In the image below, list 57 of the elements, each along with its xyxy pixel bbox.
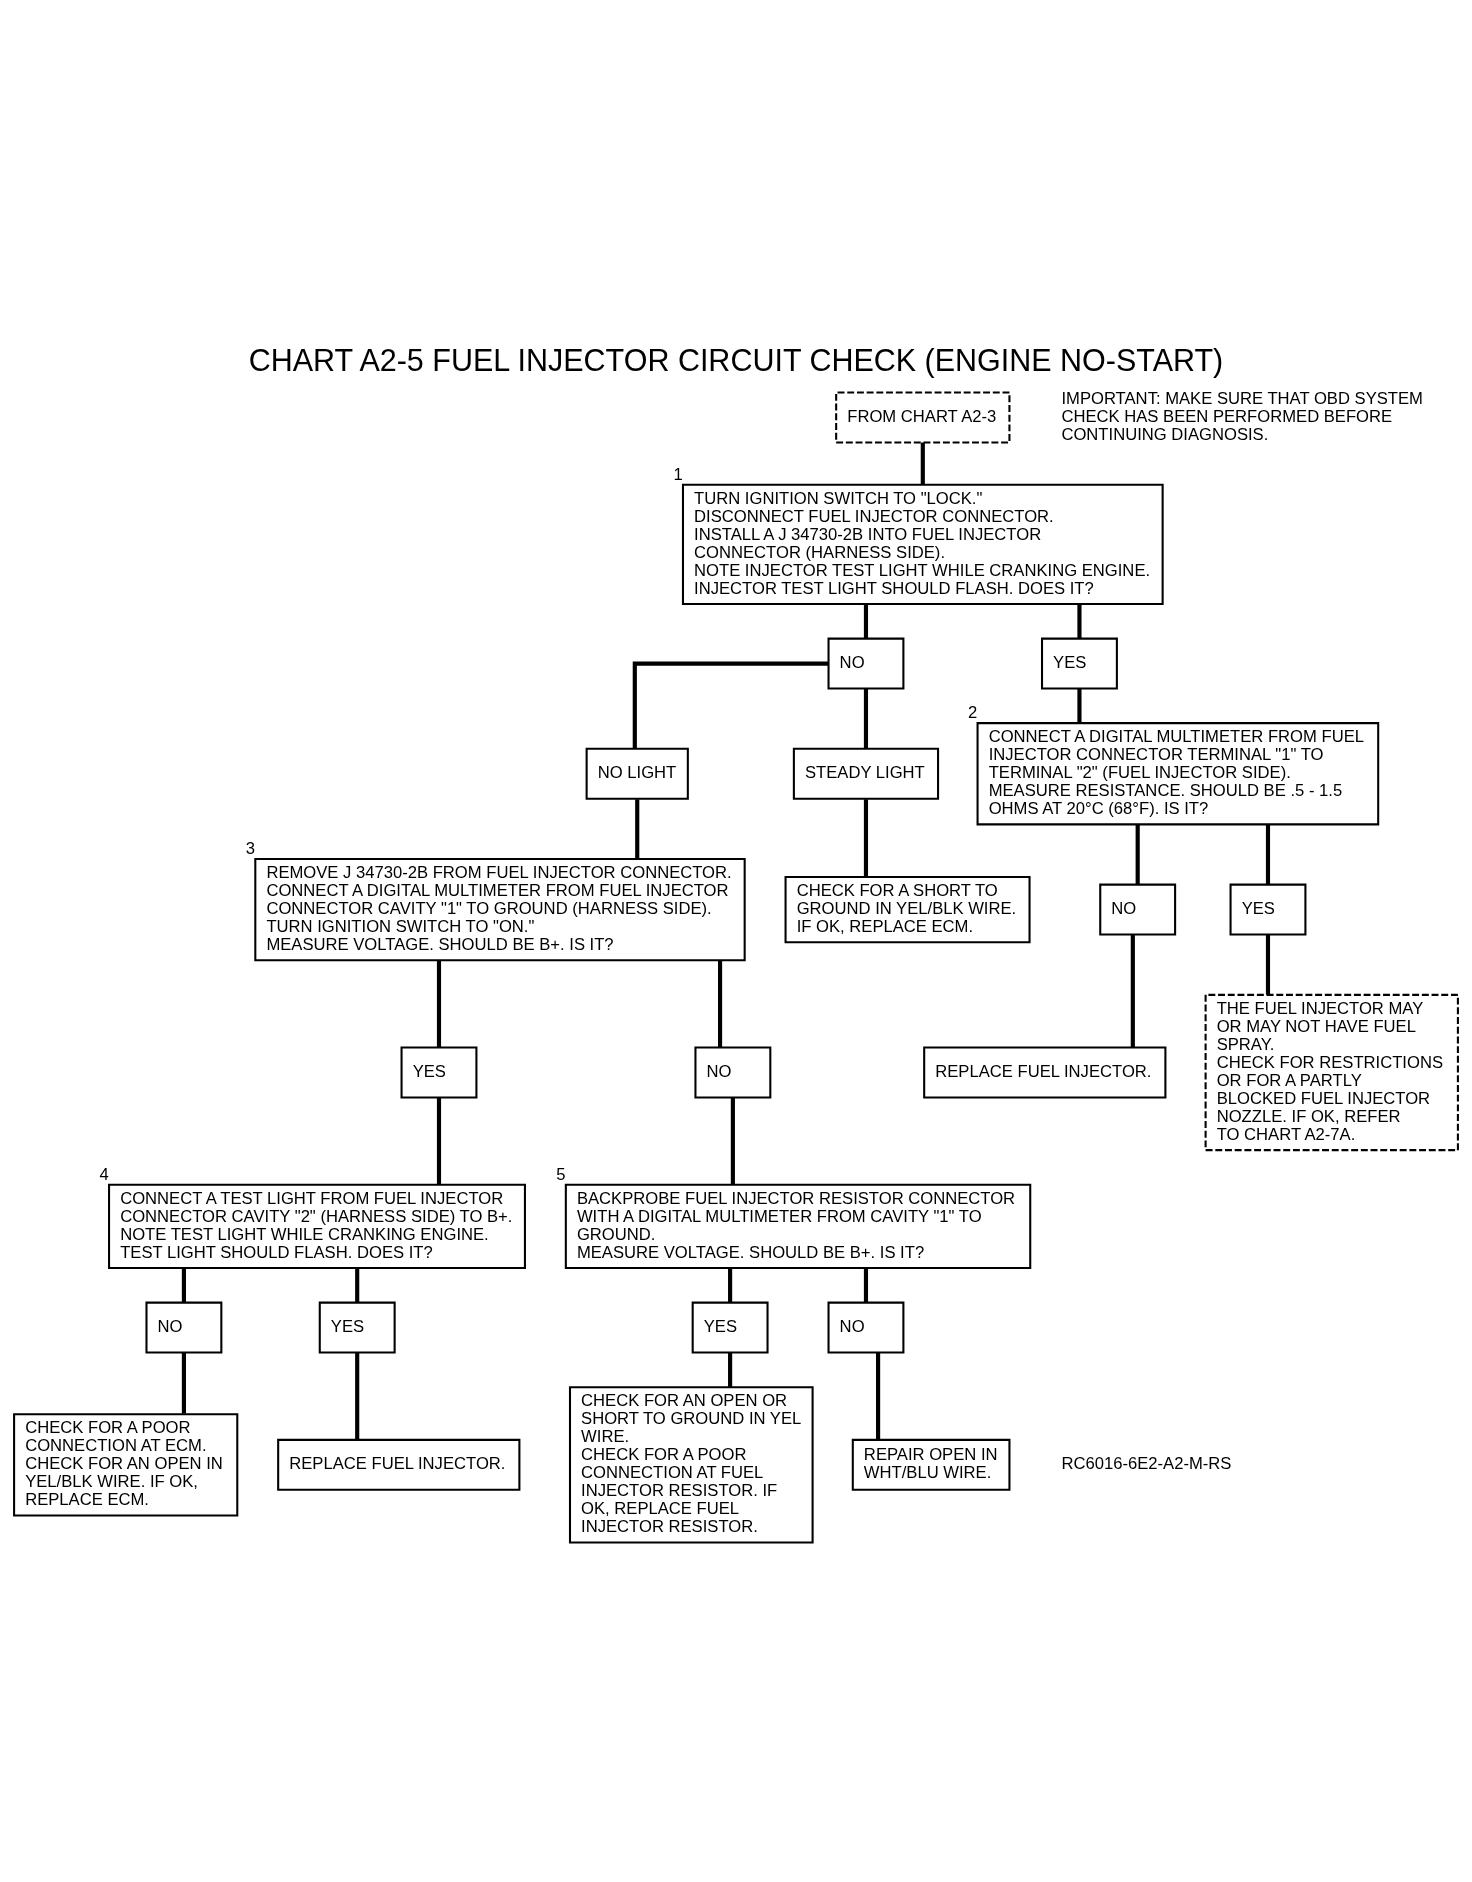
connector bbox=[1077, 688, 1082, 723]
node-box: NO bbox=[145, 1301, 223, 1354]
node-box: REPLACE FUEL INJECTOR. bbox=[277, 1438, 521, 1491]
connector bbox=[728, 1352, 733, 1387]
node-box: NO bbox=[827, 1301, 905, 1354]
node-box: YES bbox=[318, 1301, 396, 1354]
connector bbox=[876, 1352, 881, 1440]
node-box: NO LIGHT bbox=[585, 747, 689, 800]
node-box: CHECK FOR A POOR CONNECTION AT ECM. CHECK FOR AN OPEN IN YEL/BLK WIRE. IF OK, REPLACE ECM. bbox=[13, 1412, 239, 1516]
connector bbox=[1130, 934, 1135, 1047]
connector bbox=[355, 1352, 360, 1440]
node-label: 5 bbox=[556, 1164, 566, 1184]
node-box: CONNECT A TEST LIGHT FROM FUEL INJECTOR CONNECTOR CAVITY "2" (HARNESS SIDE) TO B+. NOTE TEST LIGHT WHILE CRANKING ENGINE. TEST LIGHT SHOULD FLASH. DOES IT? bbox=[108, 1183, 526, 1269]
node-box: CHECK FOR A SHORT TO GROUND IN YEL/BLK WIRE. IF OK, REPLACE ECM. bbox=[784, 875, 1031, 943]
label: IMPORTANT: MAKE SURE THAT OBD SYSTEM CHECK HAS BEEN PERFORMED BEFORE CONTINUING DIAGNOSIS. bbox=[1061, 388, 1423, 444]
connector bbox=[863, 1267, 869, 1302]
connector bbox=[181, 1267, 186, 1302]
node-box: NO bbox=[827, 637, 905, 690]
connector bbox=[181, 1352, 186, 1414]
node-label: 2 bbox=[968, 702, 978, 722]
node-box: BACKPROBE FUEL INJECTOR RESISTOR CONNECTOR WITH A DIGITAL MULTIMETER FROM CAVITY "1" TO GROUND. MEASURE VOLTAGE. SHOULD BE B+. IS IT? bbox=[564, 1183, 1032, 1269]
node-box: YES bbox=[400, 1046, 478, 1098]
node-box: REPLACE FUEL INJECTOR. bbox=[923, 1046, 1167, 1098]
connector bbox=[632, 660, 829, 749]
connector bbox=[717, 959, 723, 1047]
node-box: REMOVE J 34730-2B FROM FUEL INJECTOR CONNECTOR. CONNECT A DIGITAL MULTIMETER FROM FUEL INJECTOR CONNECTOR CAVITY "1" TO GROUND (HARNESS SIDE). TURN IGNITION SWITCH TO "ON." MEASURE VOLTAGE. SHOULD BE B+. IS IT? bbox=[254, 857, 746, 961]
connector bbox=[436, 1097, 442, 1185]
node-box: REPAIR OPEN IN WHT/BLU WIRE. bbox=[851, 1438, 1011, 1491]
label: RC6016-6E2-A2-M-RS bbox=[1061, 1453, 1232, 1473]
node-label: 1 bbox=[673, 464, 683, 484]
node-box: THE FUEL INJECTOR MAY OR MAY NOT HAVE FUEL SPRAY. CHECK FOR RESTRICTIONS OR FOR A PARTLY BLOCKED FUEL INJECTOR NOZZLE. IF OK, REFER TO CHART A2-7A. bbox=[1204, 993, 1459, 1151]
connector bbox=[728, 1267, 733, 1302]
connector bbox=[1135, 824, 1140, 885]
connector bbox=[863, 798, 869, 877]
node-box: YES bbox=[1041, 637, 1118, 690]
node-box: YES bbox=[1229, 883, 1307, 936]
node-box: TURN IGNITION SWITCH TO "LOCK." DISCONNECT FUEL INJECTOR CONNECTOR. INSTALL A J 34730-2B INTO FUEL INJECTOR CONNECTOR (HARNESS SIDE). NOTE INJECTOR TEST LIGHT WHILE CRANKING ENGINE. INJECTOR TEST LIGHT SHOULD FLASH. DOES IT? bbox=[681, 483, 1164, 605]
connector bbox=[1077, 603, 1082, 638]
diagram-title: CHART A2-5 FUEL INJECTOR CIRCUIT CHECK (ENGINE NO-START) bbox=[248, 341, 1224, 376]
node-label: 4 bbox=[99, 1164, 109, 1184]
connector bbox=[920, 442, 925, 485]
connector bbox=[436, 959, 442, 1047]
connector bbox=[635, 798, 640, 859]
connector bbox=[355, 1267, 360, 1302]
node-box: CONNECT A DIGITAL MULTIMETER FROM FUEL INJECTOR CONNECTOR TERMINAL "1" TO TERMINAL "2" (FUEL INJECTOR SIDE). MEASURE RESISTANCE. SHOULD BE .5 - 1.5 OHMS AT 20°C (68°F). IS IT? bbox=[976, 721, 1380, 825]
node-box: STEADY LIGHT bbox=[792, 747, 940, 800]
connector bbox=[863, 688, 869, 748]
node-box: NO bbox=[694, 1046, 772, 1098]
connector bbox=[1265, 934, 1271, 995]
node-label: 3 bbox=[245, 838, 256, 858]
node-box: YES bbox=[691, 1301, 769, 1354]
node-box: NO bbox=[1099, 883, 1177, 936]
connector bbox=[863, 603, 869, 638]
node-box: CHECK FOR AN OPEN OR SHORT TO GROUND IN YEL WIRE. CHECK FOR A POOR CONNECTION AT FUEL INJECTOR RESISTOR. IF OK, REPLACE FUEL INJECTOR RESISTOR. bbox=[568, 1385, 814, 1543]
connector bbox=[1265, 824, 1271, 885]
node-box: FROM CHART A2-3 bbox=[835, 391, 1011, 443]
connector bbox=[730, 1097, 735, 1185]
